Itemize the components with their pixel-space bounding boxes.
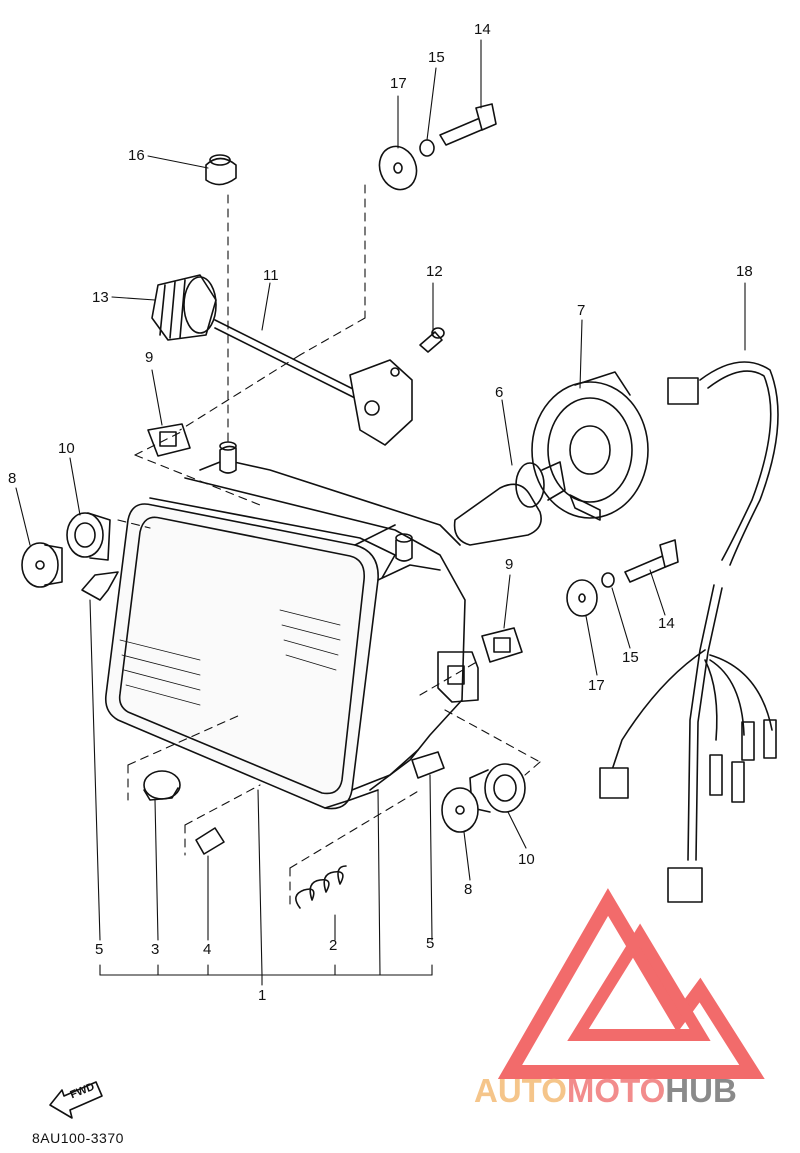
watermark-moto: MOTO [566, 1072, 666, 1109]
callout-14-right: 14 [658, 615, 675, 632]
collar-10-right [469, 763, 526, 813]
callout-17-right: 17 [588, 677, 605, 694]
fastener-set-top [378, 103, 497, 191]
callout-13: 13 [92, 289, 109, 306]
cap-4-part [195, 827, 225, 855]
callout-15-right: 15 [622, 649, 639, 666]
headlight-assembly [104, 441, 479, 810]
callout-16: 16 [128, 147, 145, 164]
callout-12: 12 [426, 263, 443, 280]
grommet-9-right [481, 627, 523, 663]
cap-3-part [143, 770, 181, 801]
watermark-logo-icon [497, 888, 765, 1079]
callout-11: 11 [263, 267, 279, 284]
bolt-8-left [21, 542, 63, 588]
callout-2: 2 [329, 937, 338, 954]
socket-cover-part [531, 371, 649, 521]
adjuster-rod-part [214, 319, 413, 446]
callout-3: 3 [151, 941, 160, 958]
grommet-9-left [147, 423, 191, 457]
fwd-arrow-icon [49, 1081, 103, 1119]
bolt-8-right [441, 787, 479, 833]
catalog-code: 8AU100-3370 [32, 1130, 124, 1146]
callout-14-top: 14 [474, 21, 491, 38]
callout-10-left: 10 [58, 440, 75, 457]
grommet-16-part [205, 154, 237, 186]
callout-9-left: 9 [145, 349, 154, 366]
callout-9-right: 9 [505, 556, 514, 573]
watermark-hub: HUB [665, 1072, 737, 1109]
callout-5-right: 5 [426, 935, 435, 952]
callout-1: 1 [258, 987, 267, 1004]
bulb-part [453, 461, 566, 546]
callout-7: 7 [577, 302, 586, 319]
clip-5-right [411, 751, 445, 779]
callout-5-left: 5 [95, 941, 104, 958]
callout-10-right: 10 [518, 851, 535, 868]
clip-5-left [81, 571, 119, 601]
callout-8-left: 8 [8, 470, 17, 487]
watermark-auto: AUTO [474, 1072, 567, 1109]
callout-8-right: 8 [464, 881, 473, 898]
screw-12-part [419, 327, 445, 353]
fastener-set-right [566, 539, 679, 617]
callout-18: 18 [736, 263, 753, 280]
callout-15-top: 15 [428, 49, 445, 66]
assembly-guide-lines [117, 184, 541, 911]
callout-4: 4 [203, 941, 212, 958]
callout-6: 6 [495, 384, 504, 401]
callout-17-top: 17 [390, 75, 407, 92]
watermark-brand: AUTOMOTOHUB [474, 1072, 737, 1110]
adjuster-knob-part [151, 274, 217, 341]
callout-leader-lines [15, 39, 746, 986]
wire-harness-part [599, 361, 779, 903]
collar-10-left [66, 512, 111, 561]
spring-2-part [295, 865, 347, 909]
